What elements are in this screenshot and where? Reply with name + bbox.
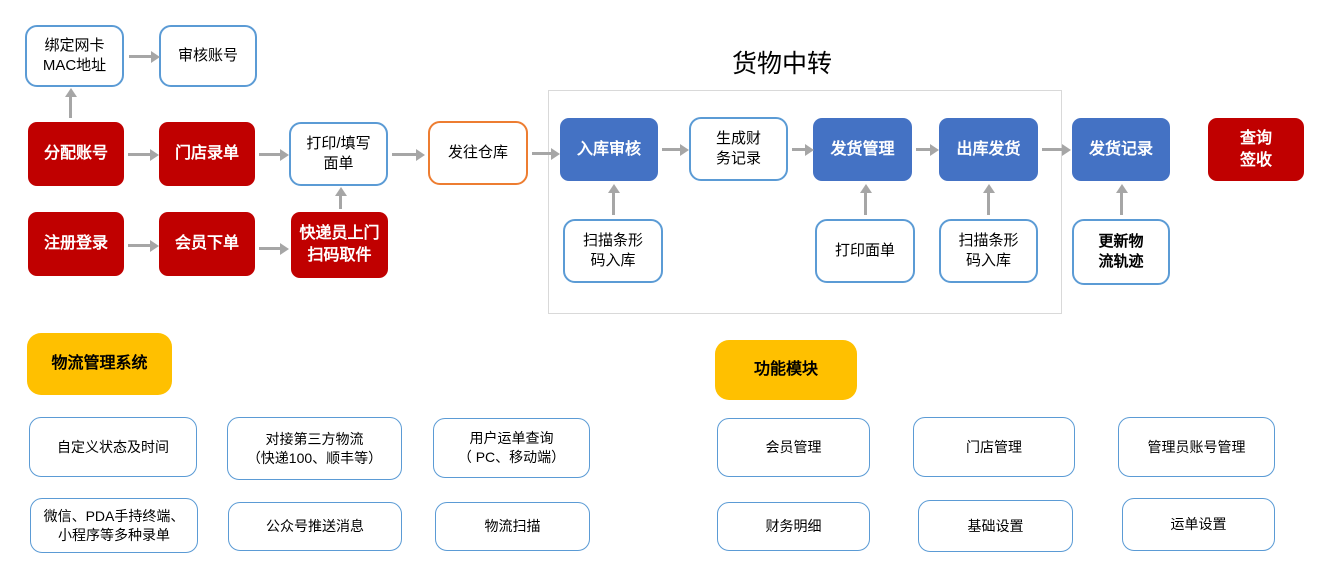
node-review-account: 审核账号: [159, 25, 257, 87]
node-store-entry: 门店录单: [159, 122, 255, 186]
node-courier-pickup: 快递员上门 扫码取件: [291, 212, 388, 278]
arrow-warehouse-to-inbound: [532, 148, 560, 159]
node-assign-account: 分配账号: [28, 122, 124, 186]
feature-wechat-pda-entry: 微信、PDA手持终端、 小程序等多种录单: [30, 498, 198, 553]
feature-user-waybill-query: 用户运单查询 （ PC、移动端）: [433, 418, 590, 478]
module-waybill-settings: 运单设置: [1122, 498, 1275, 551]
node-outbound-ship: 出库发货: [939, 118, 1038, 181]
arrow-inbound-to-finance: [662, 144, 689, 155]
arrow-shipmgmt-to-outbound: [916, 144, 939, 155]
arrow-store-to-print: [259, 149, 289, 160]
arrow-courier-to-printfill: [335, 187, 346, 209]
node-bind-mac: 绑定网卡 MAC地址: [25, 25, 124, 87]
node-scan-barcode-in-2: 扫描条形 码入库: [939, 219, 1038, 283]
arrow-register-to-member: [128, 240, 159, 251]
cargo-transfer-title: 货物中转: [731, 50, 832, 78]
node-ship-mgmt: 发货管理: [813, 118, 912, 181]
arrow-assign-to-bindmac: [65, 88, 76, 118]
node-query-sign: 查询 签收: [1208, 118, 1304, 181]
arrow-outbound-to-shiprecord: [1042, 144, 1071, 155]
module-finance-detail: 财务明细: [717, 502, 870, 551]
node-print-fill-sheet: 打印/填写 面单: [289, 122, 388, 186]
arrow-finance-to-shipmgmt: [792, 144, 814, 155]
node-update-track: 更新物 流轨迹: [1072, 219, 1170, 285]
arrow-scan1-to-inbound: [608, 184, 619, 215]
arrow-assign-to-store: [128, 149, 159, 160]
module-basic-settings: 基础设置: [918, 500, 1073, 552]
arrow-print-to-warehouse: [392, 149, 425, 160]
node-send-warehouse: 发往仓库: [428, 121, 528, 185]
arrow-printsheet-to-shipmgmt: [860, 184, 871, 215]
module-store-mgmt: 门店管理: [913, 417, 1075, 477]
node-register-login: 注册登录: [28, 212, 124, 276]
section-title-function-modules: 功能模块: [715, 340, 857, 400]
node-ship-record: 发货记录: [1072, 118, 1170, 181]
arrow-member-to-courier: [259, 243, 289, 254]
node-gen-finance-record: 生成财 务记录: [689, 117, 788, 181]
cargo-transfer-group-frame: [548, 90, 1062, 314]
arrow-track-to-shiprecord: [1116, 184, 1127, 215]
section-title-logistics-system: 物流管理系统: [27, 333, 172, 395]
feature-logistics-scan: 物流扫描: [435, 502, 590, 551]
node-member-order: 会员下单: [159, 212, 255, 276]
feature-official-account-push: 公众号推送消息: [228, 502, 402, 551]
node-inbound-review: 入库审核: [560, 118, 658, 181]
feature-third-party-logistics: 对接第三方物流 （快递100、顺丰等）: [227, 417, 402, 480]
feature-custom-status: 自定义状态及时间: [29, 417, 197, 477]
arrow-bindmac-to-review: [129, 51, 160, 62]
node-scan-barcode-in-1: 扫描条形 码入库: [563, 219, 663, 283]
node-print-sheet: 打印面单: [815, 219, 915, 283]
module-admin-account-mgmt: 管理员账号管理: [1118, 417, 1275, 477]
module-member-mgmt: 会员管理: [717, 418, 870, 477]
arrow-scan2-to-outbound: [983, 184, 994, 215]
